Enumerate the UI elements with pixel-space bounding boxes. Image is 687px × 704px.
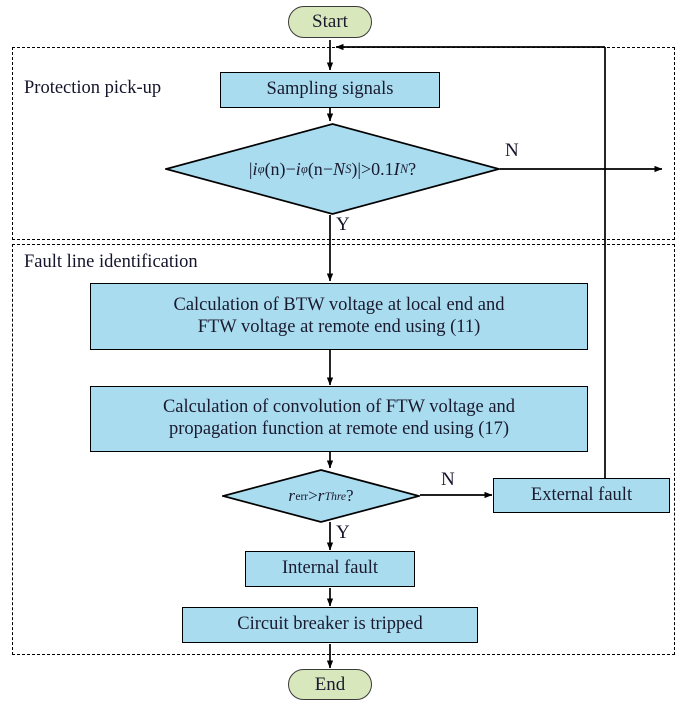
branch-label-pickup-yes: Y xyxy=(336,214,350,235)
minus2: − xyxy=(322,158,333,179)
node-circuit-breaker-tripped[interactable]: Circuit breaker is tripped xyxy=(182,607,478,643)
calc-btw-line2: FTW voltage at remote end using (11) xyxy=(197,316,481,337)
r-thre-symbol: r xyxy=(317,486,325,505)
group-frame-fault-line-identification xyxy=(12,244,675,655)
abs-close: | xyxy=(357,158,362,179)
group-label-protection-pickup: Protection pick-up xyxy=(24,78,162,98)
node-calc-btw-ftw[interactable]: Calculation of BTW voltage at local end … xyxy=(90,283,588,350)
node-sampling-signals[interactable]: Sampling signals xyxy=(220,72,440,108)
arg-n1: (n) xyxy=(264,158,286,179)
node-end[interactable]: End xyxy=(288,669,372,700)
group-label-fault-line-identification: Fault line identification xyxy=(24,252,198,272)
r-thre-subscript: Thre xyxy=(324,489,347,503)
r-err-symbol: r xyxy=(288,486,296,505)
current-i2: i xyxy=(295,158,301,179)
r-err-subscript: err xyxy=(295,489,309,503)
nominal-current-I: I xyxy=(393,158,400,179)
calc-conv-line2: propagation function at remote end using… xyxy=(168,419,510,439)
arg-n2-open: (n xyxy=(307,158,323,179)
branch-label-pickup-no: N xyxy=(505,140,519,161)
threshold-value: 0.1 xyxy=(371,158,394,179)
node-start[interactable]: Start xyxy=(288,6,372,38)
question-mark-2: ? xyxy=(346,486,354,505)
minus1: − xyxy=(285,158,296,179)
abs-open: | xyxy=(248,158,253,179)
samples-N: N xyxy=(332,158,345,179)
phase-sub2: φ xyxy=(301,161,308,176)
greater-than-1: > xyxy=(361,158,372,179)
branch-label-rerr-no: N xyxy=(441,469,455,490)
node-calc-convolution[interactable]: Calculation of convolution of FTW voltag… xyxy=(90,386,588,452)
node-external-fault[interactable]: External fault xyxy=(493,478,670,513)
node-internal-fault[interactable]: Internal fault xyxy=(245,551,415,587)
question-mark-1: ? xyxy=(408,158,417,179)
samples-N-sub: S xyxy=(345,161,352,176)
calc-conv-line1: Calculation of convolution of FTW voltag… xyxy=(162,397,516,418)
arg-n2-close: ) xyxy=(351,158,358,179)
calc-btw-line1: Calculation of BTW voltage at local end … xyxy=(173,294,505,315)
phase-sub1: φ xyxy=(257,161,265,176)
branch-label-rerr-yes: Y xyxy=(336,522,350,543)
nominal-current-sub: N xyxy=(399,161,409,176)
greater-than-2: > xyxy=(308,486,318,505)
current-i1: i xyxy=(252,158,258,179)
